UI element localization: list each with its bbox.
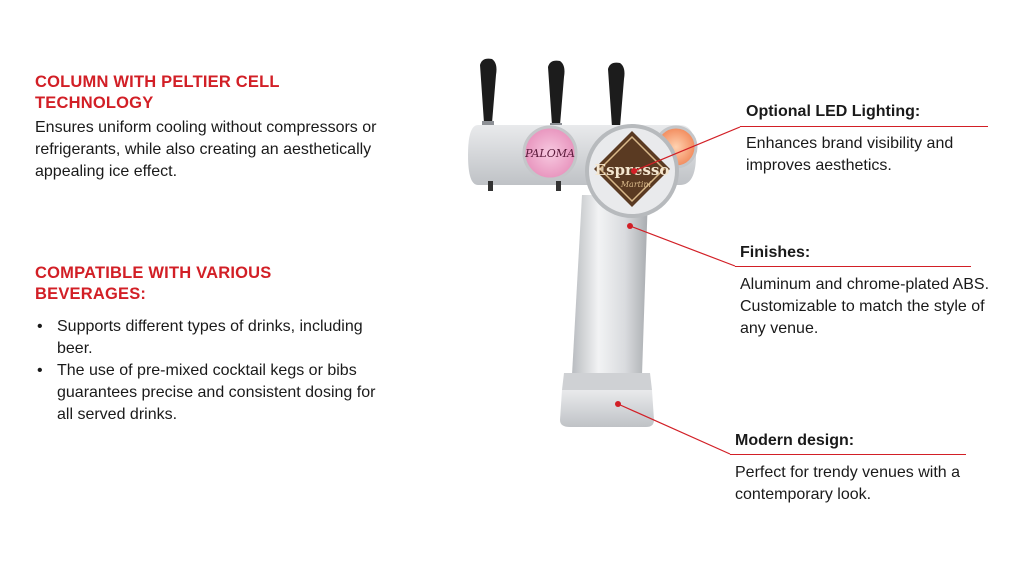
- leader-line-design: [617, 403, 731, 455]
- callout-led-text: Enhances brand visibility and improves a…: [746, 135, 954, 174]
- beverages-list: • Supports different types of drinks, in…: [35, 316, 395, 426]
- leader-line-finishes: [629, 225, 736, 267]
- list-item-text: The use of pre-mixed cocktail kegs or bi…: [57, 362, 376, 423]
- leader-dot: [627, 223, 633, 229]
- callout-underline: [730, 454, 966, 455]
- leader-dot: [631, 168, 637, 174]
- list-item: • The use of pre-mixed cocktail kegs or …: [35, 360, 395, 426]
- callout-design-text: Perfect for trendy venues with a contemp…: [735, 464, 960, 503]
- list-item: • Supports different types of drinks, in…: [35, 316, 395, 360]
- medallion-paloma-label: PALOMA: [524, 147, 575, 160]
- peltier-heading: COLUMN WITH PELTIER CELL TECHNOLOGY: [35, 73, 280, 112]
- peltier-description: Ensures uniform cooling without compress…: [35, 119, 377, 180]
- bullet-glyph: •: [37, 318, 43, 335]
- callout-led-title: Optional LED Lighting:: [746, 103, 921, 120]
- callout-underline: [740, 126, 988, 127]
- leader-dot: [615, 401, 621, 407]
- medallion-espresso-sublabel: Martini: [620, 180, 652, 189]
- callout-design-title: Modern design:: [735, 432, 855, 449]
- callout-underline: [735, 266, 971, 267]
- callout-finishes-title: Finishes:: [740, 244, 811, 261]
- bullet-glyph: •: [37, 362, 43, 379]
- callout-finishes-text: Aluminum and chrome-plated ABS. Customiz…: [740, 276, 990, 337]
- medallion-paloma: [522, 125, 578, 181]
- beverages-heading: COMPATIBLE WITH VARIOUS BEVERAGES:: [35, 264, 272, 303]
- list-item-text: Supports different types of drinks, incl…: [57, 318, 363, 357]
- leader-line-led: [633, 126, 741, 172]
